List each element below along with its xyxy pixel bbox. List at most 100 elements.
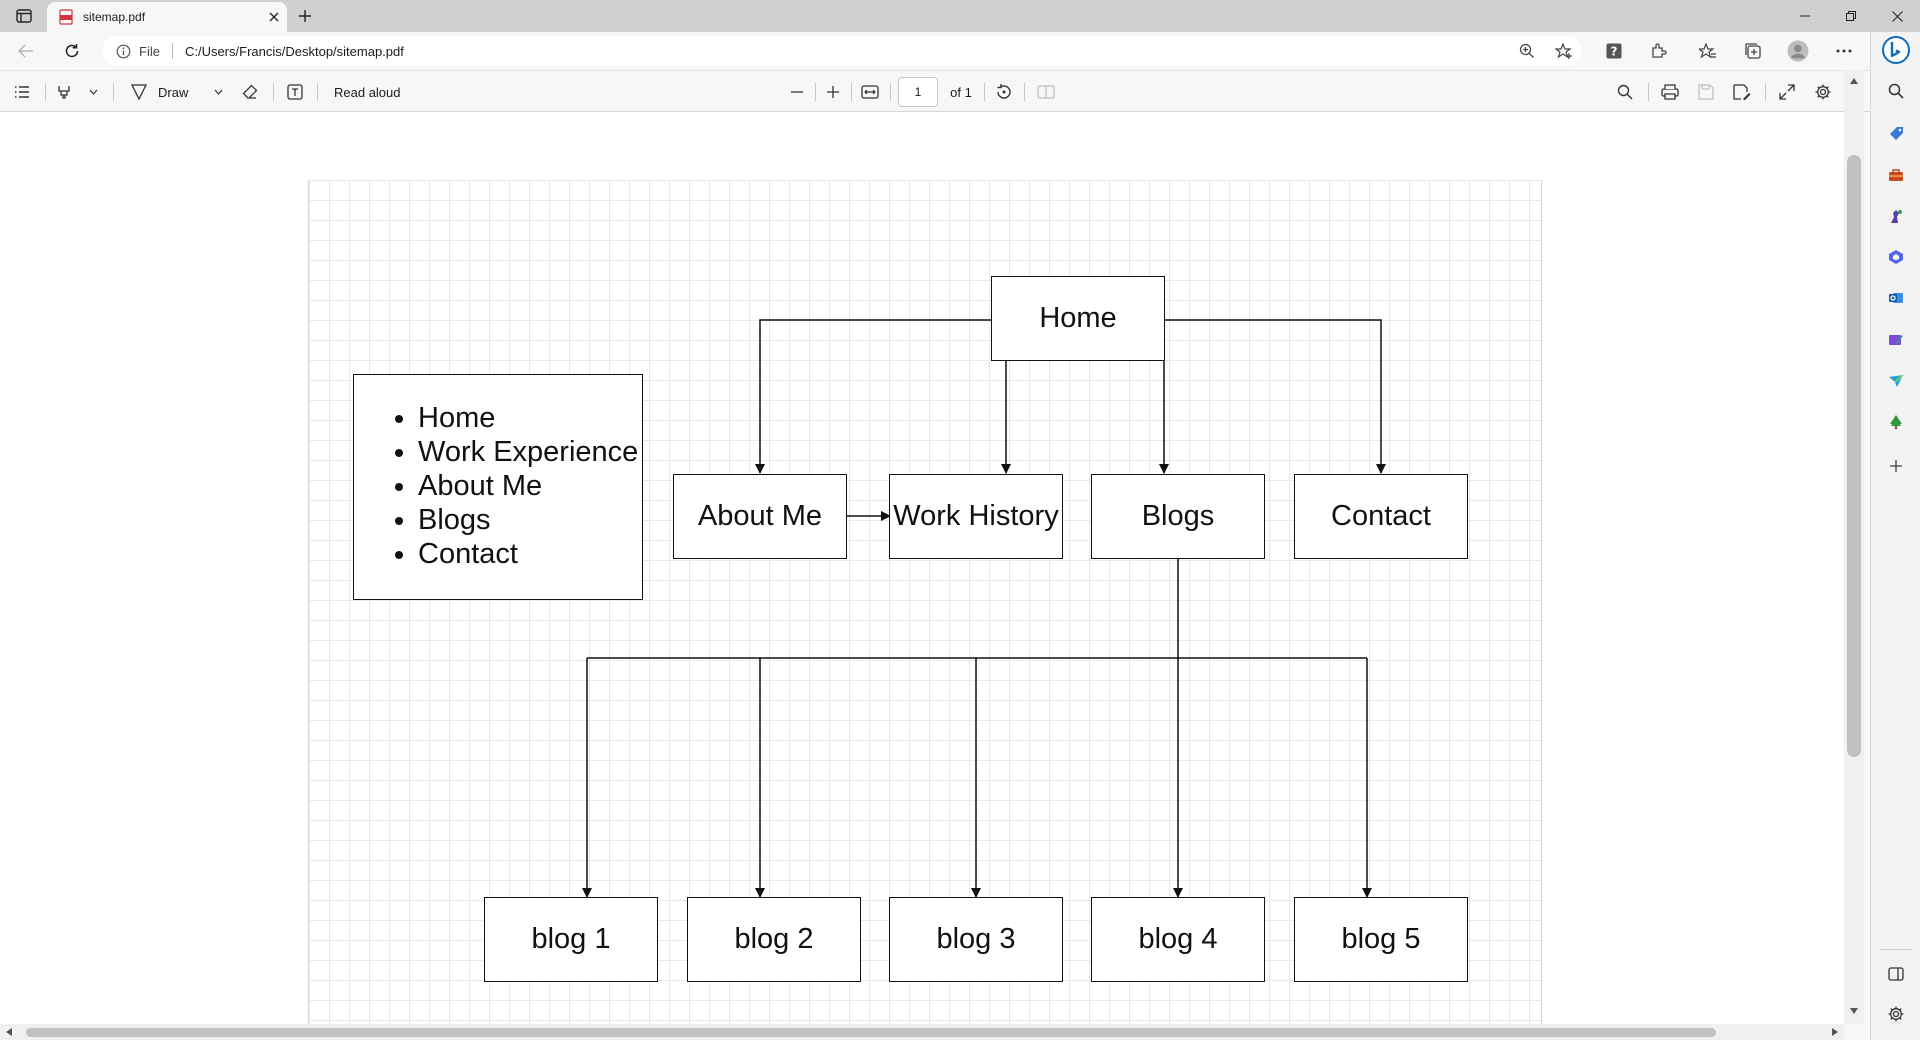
edge-sidebar bbox=[1870, 32, 1920, 1040]
svg-text:?: ? bbox=[1611, 45, 1618, 59]
divider bbox=[171, 43, 173, 59]
horizontal-scrollbar[interactable] bbox=[0, 1024, 1844, 1040]
page-view-icon[interactable] bbox=[1034, 79, 1058, 105]
divider bbox=[1765, 83, 1766, 101]
briefcase-icon[interactable] bbox=[1884, 163, 1908, 187]
extensions-icon[interactable] bbox=[1643, 36, 1675, 66]
office-icon[interactable] bbox=[1884, 245, 1908, 269]
fullscreen-icon[interactable] bbox=[1775, 79, 1799, 105]
vertical-scroll-thumb[interactable] bbox=[1847, 155, 1861, 757]
add-favorite-icon[interactable] bbox=[1548, 36, 1580, 66]
address-bar: File C:/Users/Francis/Desktop/sitemap.pd… bbox=[0, 32, 1870, 70]
sidebar-toggle-icon[interactable] bbox=[1884, 962, 1908, 986]
list-item: Contact bbox=[418, 537, 642, 571]
pdf-file-icon bbox=[59, 9, 73, 25]
text-box-icon[interactable] bbox=[284, 79, 306, 105]
fit-width-icon[interactable] bbox=[858, 79, 882, 105]
list-item: About Me bbox=[418, 469, 642, 503]
node-work-history: Work History bbox=[889, 474, 1063, 559]
zoom-icon[interactable] bbox=[1511, 36, 1543, 66]
scheme-label: File bbox=[139, 43, 160, 59]
draw-label: Draw bbox=[158, 84, 189, 100]
contents-icon[interactable] bbox=[10, 79, 34, 105]
tab-actions-icon[interactable] bbox=[8, 4, 40, 28]
node-blog-3: blog 3 bbox=[889, 897, 1063, 982]
scroll-down-icon[interactable] bbox=[1850, 1008, 1858, 1014]
tree-icon[interactable] bbox=[1884, 410, 1908, 434]
chevron-down-icon[interactable] bbox=[84, 79, 102, 105]
restore-button[interactable] bbox=[1828, 0, 1874, 32]
outlook-icon[interactable] bbox=[1884, 286, 1908, 310]
settings-icon[interactable] bbox=[1884, 1002, 1908, 1026]
divider bbox=[113, 83, 114, 101]
list-item: Work Experience bbox=[418, 435, 642, 469]
divider bbox=[1879, 949, 1913, 950]
scroll-left-icon[interactable] bbox=[6, 1028, 12, 1036]
highlight-icon[interactable] bbox=[54, 79, 74, 105]
add-icon[interactable] bbox=[1884, 454, 1908, 478]
tag-icon[interactable] bbox=[1884, 121, 1908, 145]
navigation-list-box: Home Work Experience About Me Blogs Cont… bbox=[353, 374, 643, 600]
node-blog-5: blog 5 bbox=[1294, 897, 1468, 982]
info-icon[interactable] bbox=[116, 44, 131, 59]
pen-icon bbox=[130, 84, 148, 100]
divider bbox=[851, 83, 852, 101]
close-window-button[interactable] bbox=[1874, 0, 1920, 32]
divider bbox=[273, 83, 274, 101]
divider bbox=[1024, 83, 1025, 101]
divider bbox=[1648, 83, 1649, 101]
pdf-viewer[interactable]: Home Work Experience About Me Blogs Cont… bbox=[0, 112, 1844, 1024]
pdf-page: Home Work Experience About Me Blogs Cont… bbox=[308, 180, 1542, 1024]
scroll-right-icon[interactable] bbox=[1832, 1028, 1838, 1036]
help-icon[interactable]: ? bbox=[1598, 36, 1630, 66]
print-icon[interactable] bbox=[1658, 79, 1682, 105]
search-icon[interactable] bbox=[1613, 79, 1637, 105]
navigation-list: Home Work Experience About Me Blogs Cont… bbox=[418, 401, 642, 571]
scroll-up-icon[interactable] bbox=[1850, 78, 1858, 84]
collections-icon[interactable] bbox=[1737, 36, 1769, 66]
page-number-input[interactable]: 1 bbox=[898, 77, 938, 107]
back-button[interactable] bbox=[10, 36, 42, 66]
profile-avatar[interactable] bbox=[1782, 36, 1814, 66]
page-total: of 1 bbox=[950, 84, 972, 100]
sitemap-connectors bbox=[582, 319, 1386, 898]
divider bbox=[815, 83, 816, 101]
node-blog-2: blog 2 bbox=[687, 897, 861, 982]
search-icon[interactable] bbox=[1884, 79, 1908, 103]
node-blog-4: blog 4 bbox=[1091, 897, 1265, 982]
horizontal-scroll-thumb[interactable] bbox=[26, 1028, 1716, 1037]
minimize-button[interactable] bbox=[1782, 0, 1828, 32]
node-home: Home bbox=[991, 276, 1165, 361]
new-tab-button[interactable] bbox=[292, 3, 318, 29]
vertical-scrollbar[interactable] bbox=[1844, 70, 1864, 1024]
bing-copilot-icon[interactable] bbox=[1882, 36, 1910, 64]
tab-bar: sitemap.pdf bbox=[0, 0, 1920, 32]
divider bbox=[317, 83, 318, 101]
divider bbox=[984, 83, 985, 101]
draw-button[interactable]: Draw bbox=[130, 79, 200, 105]
save-icon[interactable] bbox=[1694, 79, 1718, 105]
tab-sitemap[interactable]: sitemap.pdf bbox=[47, 2, 287, 32]
list-item: Home bbox=[418, 401, 642, 435]
url-text[interactable]: C:/Users/Francis/Desktop/sitemap.pdf bbox=[184, 43, 404, 59]
read-aloud-button[interactable]: Read aloud bbox=[334, 84, 401, 100]
list-item: Blogs bbox=[418, 503, 642, 537]
node-blog-1: blog 1 bbox=[484, 897, 658, 982]
eraser-icon[interactable] bbox=[238, 79, 262, 105]
chess-icon[interactable] bbox=[1884, 204, 1908, 228]
zoom-out-icon[interactable] bbox=[786, 79, 808, 105]
tab-title: sitemap.pdf bbox=[83, 10, 146, 24]
zoom-in-icon[interactable] bbox=[822, 79, 844, 105]
send-icon[interactable] bbox=[1884, 369, 1908, 393]
rotate-icon[interactable] bbox=[992, 79, 1016, 105]
save-as-icon[interactable] bbox=[1730, 79, 1754, 105]
address-field[interactable]: File C:/Users/Francis/Desktop/sitemap.pd… bbox=[102, 36, 1582, 66]
chevron-down-icon[interactable] bbox=[209, 79, 227, 105]
close-tab-icon[interactable] bbox=[269, 12, 279, 22]
drop-icon[interactable] bbox=[1884, 328, 1908, 352]
favorites-icon[interactable] bbox=[1692, 36, 1724, 66]
settings-icon[interactable] bbox=[1811, 79, 1835, 105]
refresh-button[interactable] bbox=[56, 36, 88, 66]
more-icon[interactable] bbox=[1828, 36, 1860, 66]
divider bbox=[890, 83, 891, 101]
